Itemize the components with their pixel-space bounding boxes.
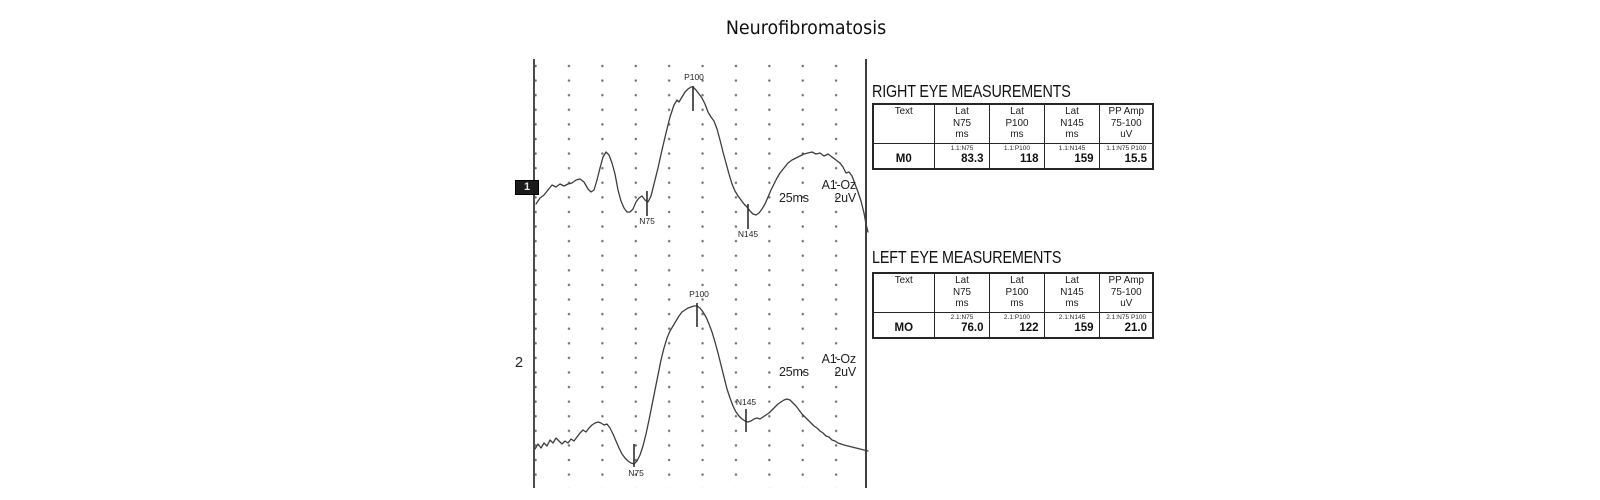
trace1-montage-label: A1-Oz [821, 178, 857, 192]
column-header-text: Text [872, 103, 935, 144]
trace2-p100-marker-label: P100 [689, 289, 709, 299]
channel-1-badge: 1 [515, 180, 539, 195]
page-title: Neurofibromatosis [725, 17, 887, 39]
trace1-sensitivity-label: 2uV [834, 191, 856, 205]
right-eye-table-title: RIGHT EYE MEASUREMENTS [872, 81, 1071, 101]
left-eye-trace [534, 305, 869, 465]
trace2-timebase-label: 25ms [779, 365, 809, 379]
left-row-label-cell: MO [872, 312, 935, 339]
trace1-timebase-label: 25ms [779, 191, 809, 205]
trace1-n75-marker-label: N75 [639, 216, 655, 226]
left-eye-table-title: LEFT EYE MEASUREMENTS [872, 247, 1062, 267]
column-header-text: Text [872, 272, 935, 313]
trace2-sensitivity-label: 2uV [834, 365, 856, 379]
right-row-label-cell: M0 [872, 143, 935, 170]
trace2-montage-label: A1-Oz [821, 352, 857, 366]
trace2-n75-marker-label: N75 [628, 468, 644, 478]
trace1-n145-marker-label: N145 [738, 229, 759, 239]
right-eye-trace [535, 86, 869, 233]
channel-2-label: 2 [514, 355, 524, 371]
trace1-p100-marker-label: P100 [684, 72, 704, 82]
trace2-n145-marker-label: N145 [736, 397, 757, 407]
